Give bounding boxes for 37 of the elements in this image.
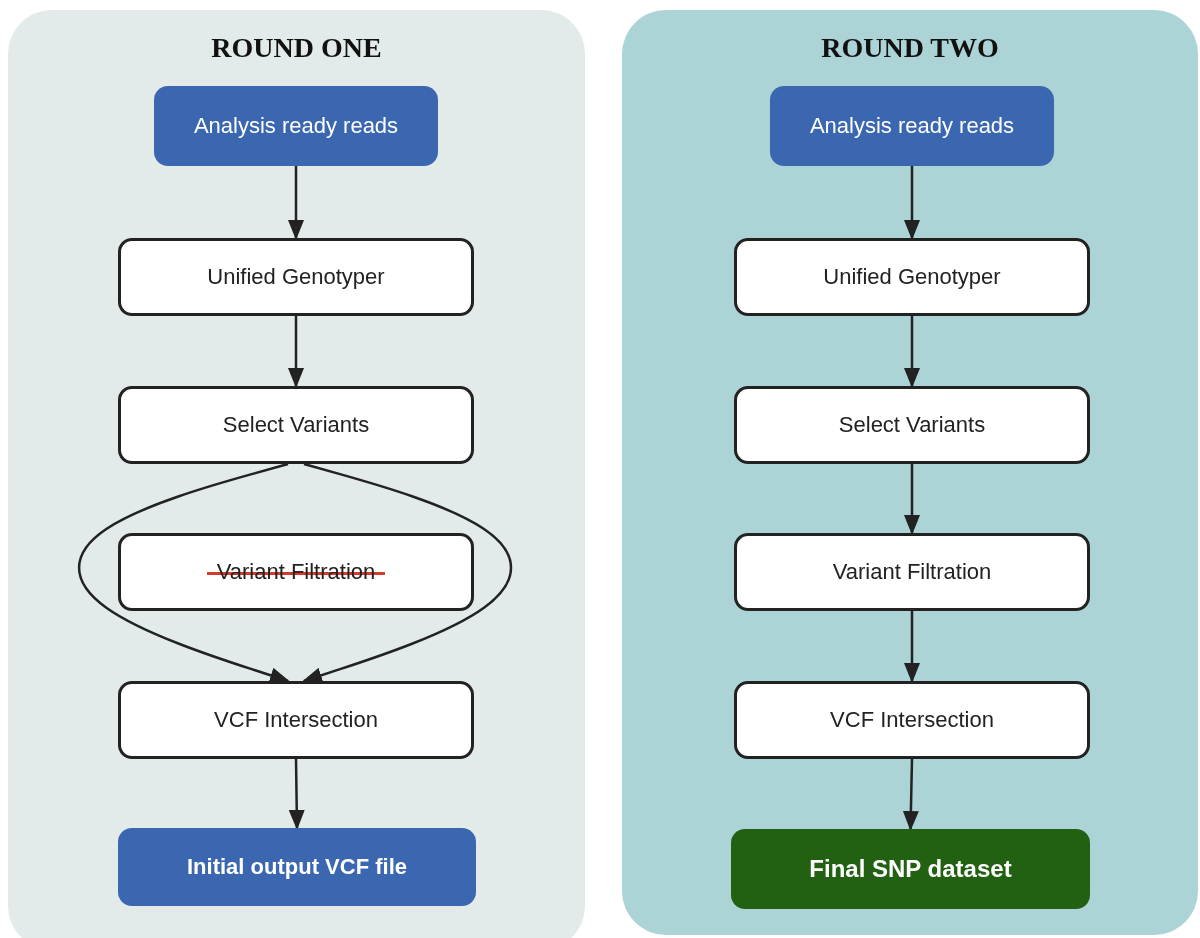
process-box [154, 86, 438, 166]
box-label: Analysis ready reads [809, 113, 1015, 139]
panel-title: ROUND ONE [211, 32, 382, 64]
box-label: Unified Genotyper [823, 264, 1001, 290]
box-label: Initial output VCF file [187, 854, 407, 880]
arrow [288, 166, 304, 240]
process-box [118, 828, 476, 906]
arrow [904, 316, 920, 388]
process-box [734, 681, 1090, 759]
box-label: Analysis ready reads [193, 113, 399, 139]
box-label: VCF Intersection [214, 707, 378, 733]
group-panel [8, 10, 585, 938]
process-box [734, 386, 1090, 464]
arrow [904, 464, 920, 535]
box-label: Select Variants [222, 412, 370, 438]
box-label: Final SNP dataset [809, 855, 1012, 883]
process-box [118, 533, 474, 611]
arrow [288, 759, 305, 830]
box-label: Unified Genotyper [207, 264, 385, 290]
box-label: Select Variants [838, 412, 986, 438]
arrow [904, 166, 920, 240]
box-label: VCF Intersection [830, 707, 994, 733]
arrow [904, 611, 920, 683]
arrow [77, 462, 290, 684]
process-box [770, 86, 1054, 166]
panel-title: ROUND TWO [821, 32, 999, 64]
arrow [288, 316, 304, 388]
process-box [731, 829, 1090, 909]
arrow [902, 758, 919, 831]
process-box [734, 238, 1090, 316]
group-panel [622, 10, 1198, 935]
box-label: Variant Filtration [832, 559, 992, 585]
process-box [734, 533, 1090, 611]
process-box [118, 386, 474, 464]
arrow [302, 462, 513, 683]
process-box [118, 238, 474, 316]
process-box [118, 681, 474, 759]
